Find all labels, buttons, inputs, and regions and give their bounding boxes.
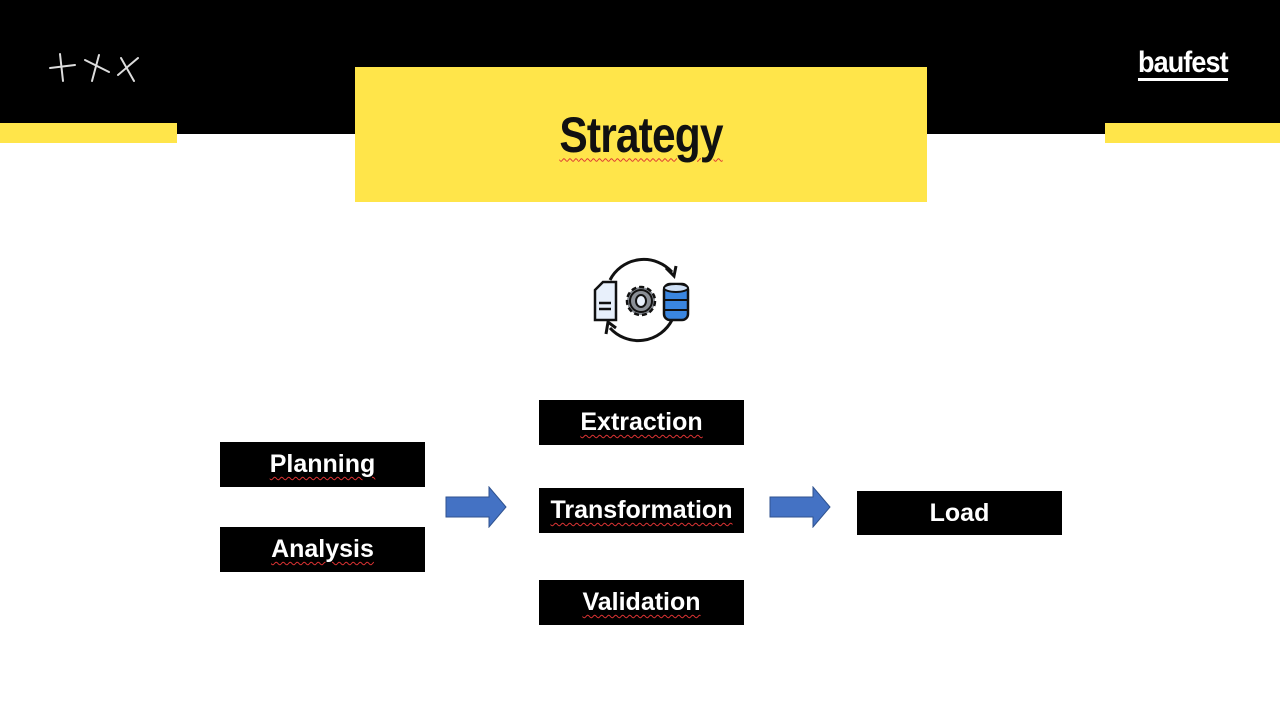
plus-x-decoration-icon (49, 53, 139, 82)
step-label: Transformation (550, 496, 733, 524)
accent-bar-right (1105, 123, 1280, 143)
slide-title: Strategy (559, 106, 723, 163)
step-analysis: Analysis (220, 527, 425, 572)
step-label: Load (929, 498, 990, 527)
title-box: Strategy (355, 67, 927, 202)
step-validation: Validation (539, 580, 744, 625)
step-transformation: Transformation (539, 488, 744, 533)
accent-bar-left (0, 123, 177, 143)
arrow-right-icon (445, 486, 507, 528)
step-planning: Planning (220, 442, 425, 487)
baufest-logo: baufest (1137, 46, 1229, 81)
step-label: Analysis (271, 535, 374, 563)
step-label: Extraction (580, 408, 703, 436)
step-label: Planning (269, 450, 376, 478)
arrow-right-icon (769, 486, 831, 528)
etl-cycle-icon (593, 258, 690, 342)
step-extraction: Extraction (539, 400, 744, 445)
step-label: Validation (582, 588, 701, 616)
step-load: Load (857, 491, 1062, 535)
